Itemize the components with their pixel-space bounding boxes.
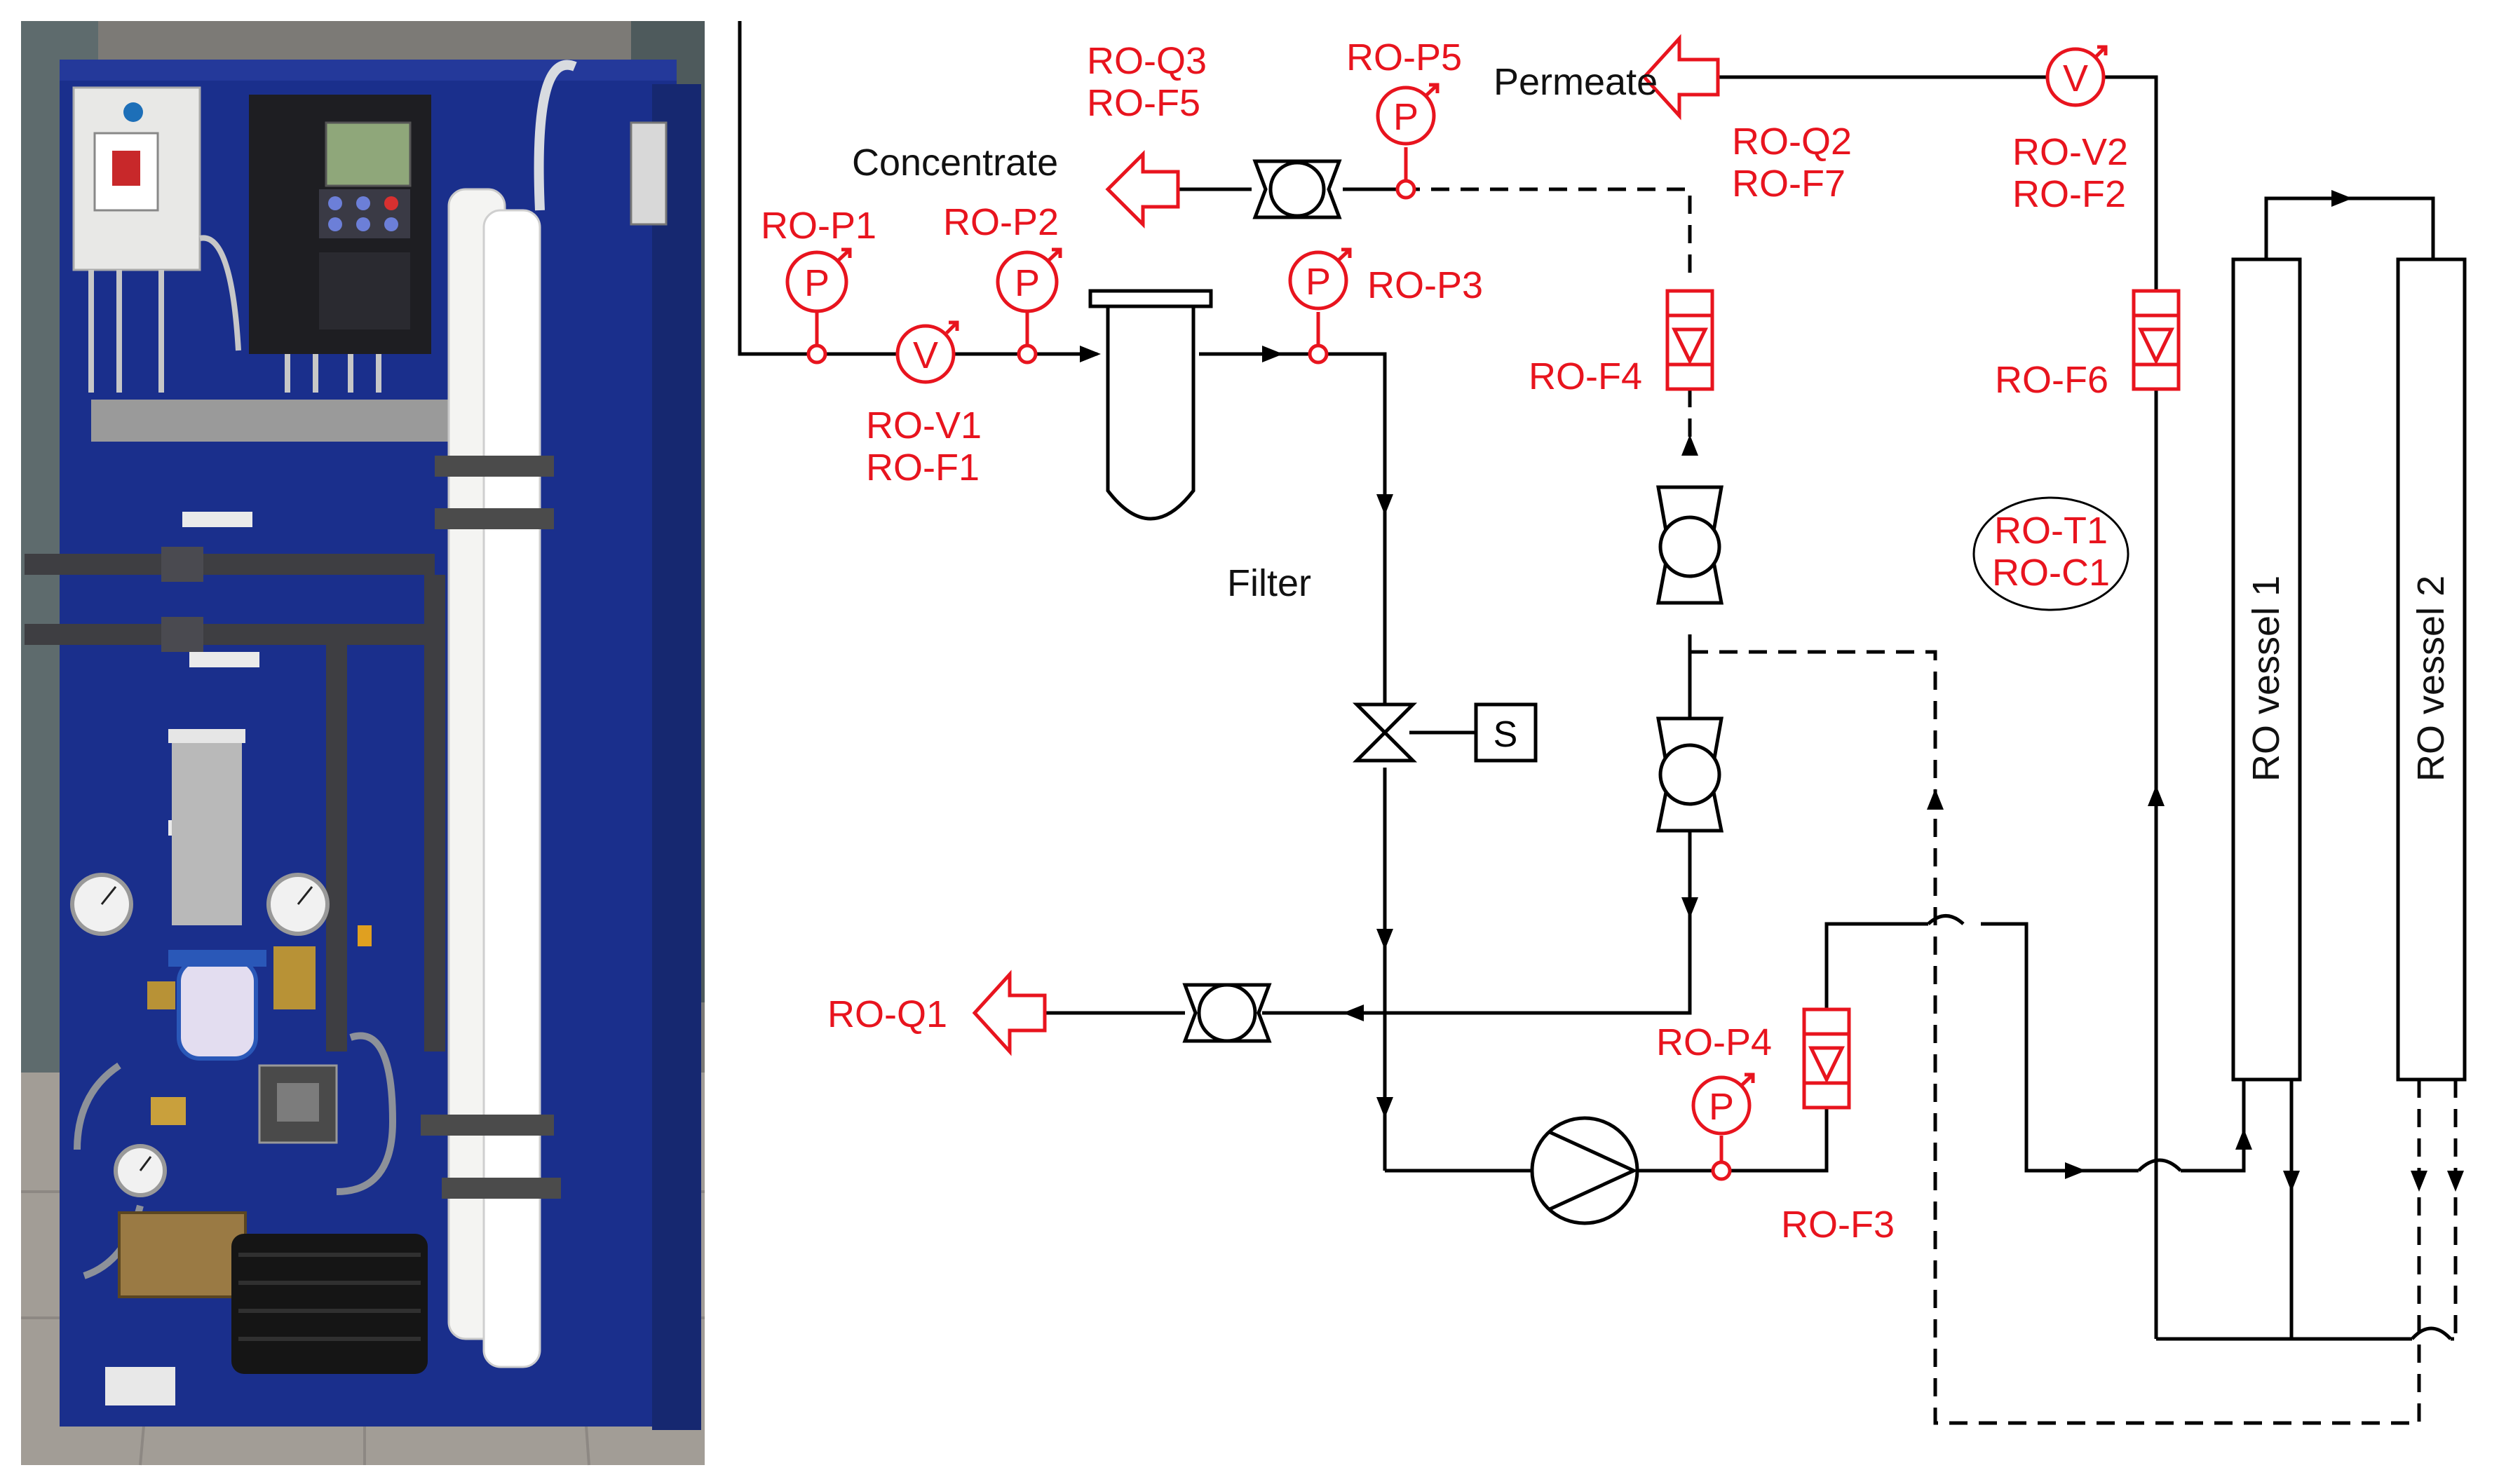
- arrow-down-1: [1376, 494, 1393, 515]
- pressure-gauge-p2: P: [996, 247, 1062, 365]
- label-ro-p3: RO-P3: [1367, 264, 1483, 306]
- pump-head: [118, 1211, 247, 1298]
- arrow-down-v1: [2283, 1171, 2300, 1192]
- pressure-gauge-p4: P: [1691, 1073, 1755, 1181]
- label-ro-f7: RO-F7: [1732, 163, 1846, 205]
- v2-v-symbol: V: [2063, 57, 2088, 100]
- flow-arrows: [1080, 190, 2464, 1192]
- arrow-up-dash: [1927, 789, 1944, 810]
- ro-pilot-unit-photo: [21, 21, 705, 1466]
- pump-symbol: [1530, 1116, 1639, 1225]
- arrow-to-vessels: [2065, 1162, 2086, 1179]
- p2-p-symbol: P: [1015, 262, 1040, 304]
- arrow-up-v1: [2235, 1129, 2252, 1150]
- label-ro-p1: RO-P1: [761, 205, 876, 247]
- p5-p-symbol: P: [1393, 96, 1418, 138]
- permeate-outlet-arrow: [1641, 34, 1720, 121]
- arrow-up-f4: [1681, 435, 1698, 456]
- label-ro-p5: RO-P5: [1346, 36, 1462, 79]
- label-ro-f5: RO-F5: [1087, 82, 1200, 124]
- filter-housing: [177, 958, 258, 1061]
- flow-meter-v2: V: [2045, 45, 2108, 107]
- valve-recirc-lower: [1655, 716, 1724, 833]
- arrow-down-2: [1376, 929, 1393, 950]
- pressure-gauge-p1: P: [785, 247, 852, 365]
- label-ro-v1: RO-V1: [866, 404, 982, 447]
- arrow-down-3: [1376, 1097, 1393, 1118]
- label-ro-f2: RO-F2: [2012, 173, 2126, 215]
- label-ro-f6: RO-F6: [1995, 359, 2108, 401]
- rotameter-f4: [1665, 289, 1714, 391]
- label-ro-f3: RO-F3: [1781, 1204, 1895, 1246]
- ro-vessel-2-label: RO vessel 2: [2410, 576, 2452, 782]
- flow-meter-v1: V: [895, 320, 959, 384]
- pressure-gauge-p3: P: [1288, 247, 1352, 365]
- p4-p-symbol: P: [1709, 1086, 1734, 1128]
- membrane-tube-2: [482, 209, 541, 1368]
- q1-outlet-arrow: [972, 969, 1047, 1056]
- arrow-top: [2331, 190, 2352, 207]
- arrow-feed: [1080, 346, 1101, 362]
- arrow-down-v2a: [2411, 1171, 2427, 1192]
- label-ro-t1: RO-T1: [1994, 510, 2108, 552]
- ro-flow-schematic: Filter S: [738, 21, 2467, 1425]
- permeate-label: Permeate: [1494, 61, 1658, 103]
- valve-q1: [1182, 983, 1272, 1043]
- instruments: P RO-P1 V RO-V1 RO-F1 P RO-P2: [761, 34, 2181, 1246]
- valve-concentrate: [1252, 159, 1342, 219]
- temp-conductivity-sensor: RO-T1 RO-C1: [1972, 496, 2129, 611]
- p3-p-symbol: P: [1306, 261, 1331, 303]
- solenoid-s-symbol: S: [1494, 714, 1518, 755]
- pressure-gauge-p5: P: [1376, 83, 1440, 200]
- arrow-left-q1: [1343, 1005, 1364, 1021]
- label-ro-q1: RO-Q1: [827, 993, 947, 1035]
- p1-p-symbol: P: [804, 262, 829, 304]
- label-ro-v2: RO-V2: [2012, 131, 2128, 173]
- label-ro-q2: RO-Q2: [1732, 121, 1852, 163]
- ro-vessel-1: [2231, 257, 2302, 1082]
- label-ro-f4: RO-F4: [1529, 355, 1642, 397]
- arrow-down-recirc: [1681, 897, 1698, 918]
- v1-v-symbol: V: [913, 334, 938, 376]
- label-ro-c1: RO-C1: [1992, 552, 2110, 594]
- dashed-lines: [1343, 187, 2458, 1425]
- filter-label: Filter: [1227, 562, 1311, 604]
- concentrate-label: Concentrate: [852, 142, 1058, 184]
- label-ro-f1: RO-F1: [866, 447, 980, 489]
- ro-vessel-1-label: RO vessel 1: [2245, 576, 2287, 782]
- concentrate-outlet-arrow: [1105, 149, 1180, 229]
- filter-symbol: [1088, 289, 1213, 521]
- arrow-down-v2b: [2447, 1171, 2464, 1192]
- process-lines: [738, 21, 2454, 1341]
- ro-vessel-2: [2396, 257, 2467, 1082]
- arrow-up-permeate: [2148, 785, 2165, 806]
- arrow-filter-out: [1262, 346, 1283, 362]
- label-ro-q3: RO-Q3: [1087, 40, 1207, 82]
- label-ro-p4: RO-P4: [1656, 1021, 1772, 1063]
- solenoid-valve: S: [1352, 702, 1538, 763]
- rotameter-f3: [1802, 1007, 1851, 1110]
- label-ro-p2: RO-P2: [943, 201, 1059, 243]
- rotameter-f6: [2132, 289, 2181, 391]
- valve-recirc-upper: [1655, 485, 1724, 605]
